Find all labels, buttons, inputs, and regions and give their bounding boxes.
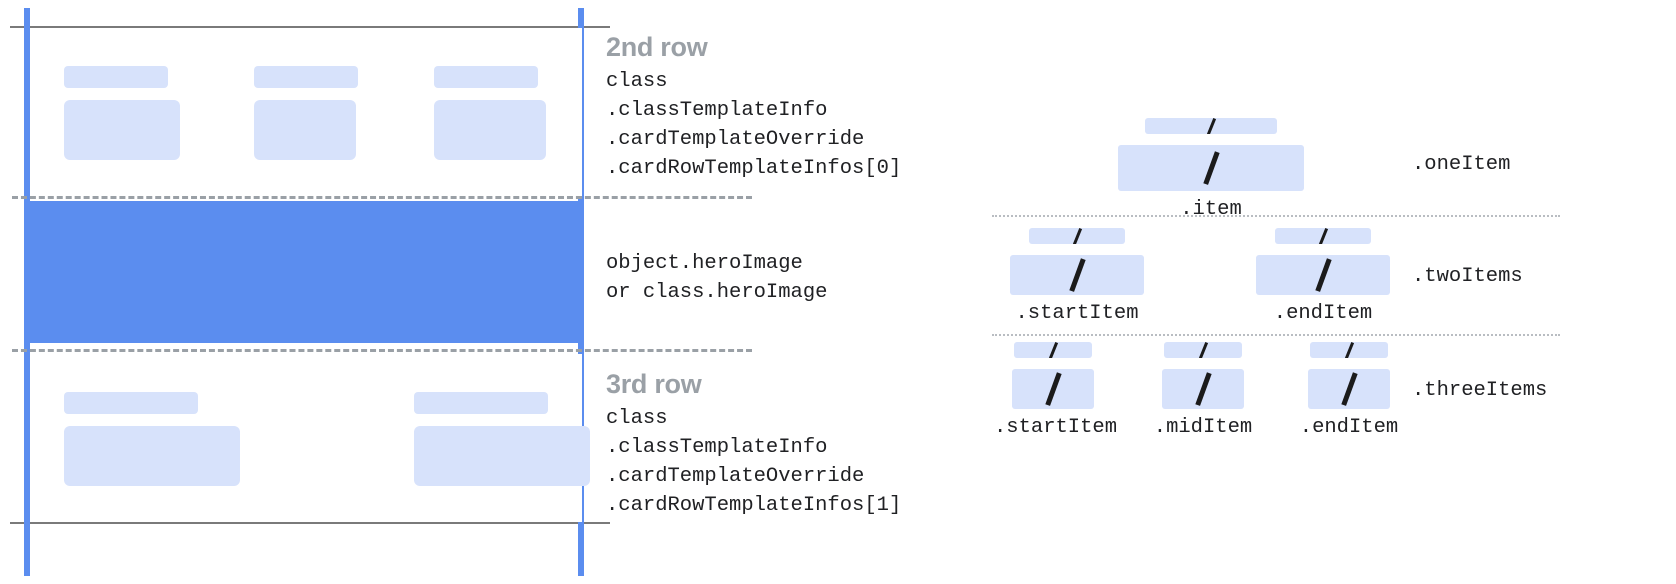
item-main-placeholder	[1162, 369, 1244, 409]
slash-icon	[1069, 258, 1085, 292]
slash-icon	[1344, 342, 1354, 358]
annotation-code-line: class	[606, 407, 668, 430]
item-cell-two-items-start: .startItem	[1010, 228, 1144, 326]
field-value-placeholder	[414, 426, 590, 486]
card-left-guide-line	[24, 8, 30, 576]
field-group-1	[64, 66, 180, 160]
card-row-third	[30, 354, 590, 522]
card-top-boundary-line	[10, 26, 610, 28]
item-caption: .endItem	[1273, 302, 1373, 325]
item-top-placeholder	[1275, 228, 1371, 244]
item-cell-three-items-mid: .midItem	[1154, 342, 1252, 440]
row-separator-dashed-top	[12, 196, 752, 199]
field-value-placeholder	[254, 100, 356, 160]
annotation-title: 3rd row	[606, 369, 702, 399]
item-group-separator-1	[992, 215, 1560, 217]
slash-icon	[1341, 372, 1357, 406]
item-main-placeholder	[1010, 255, 1144, 295]
slash-icon	[1198, 342, 1208, 358]
annotation-code-line: .classTemplateInfo	[606, 436, 828, 459]
annotation-third-row: 3rd row class .classTemplateInfo .cardTe…	[606, 367, 901, 520]
card-template-diagram	[0, 0, 752, 584]
field-group-2	[254, 66, 358, 160]
item-caption: .startItem	[994, 416, 1118, 439]
field-value-placeholder	[434, 100, 546, 160]
item-caption: .item	[1180, 198, 1242, 221]
group-label-three-items: .threeItems	[1412, 379, 1548, 402]
item-top-placeholder	[1164, 342, 1242, 358]
slash-icon	[1315, 258, 1331, 292]
item-cell-two-items-end: .endItem	[1256, 228, 1390, 326]
slash-icon	[1203, 151, 1219, 185]
item-caption: .midItem	[1153, 416, 1253, 439]
field-value-placeholder	[64, 100, 180, 160]
field-label-placeholder	[64, 392, 198, 414]
item-caption: .endItem	[1299, 416, 1399, 439]
item-cell-three-items-end: .endItem	[1300, 342, 1398, 440]
slash-icon	[1045, 372, 1061, 406]
annotation-title: 2nd row	[606, 32, 708, 62]
field-group-3	[434, 66, 546, 160]
field-label-placeholder	[254, 66, 358, 88]
field-group-1	[64, 392, 240, 486]
card-bottom-boundary-line	[10, 522, 610, 524]
item-cell-one-item: .item	[1118, 118, 1304, 222]
slash-icon	[1318, 228, 1328, 244]
item-top-placeholder	[1310, 342, 1388, 358]
annotation-code-line: .classTemplateInfo	[606, 99, 828, 122]
field-value-placeholder	[64, 426, 240, 486]
item-main-placeholder	[1308, 369, 1390, 409]
item-top-placeholder	[1014, 342, 1092, 358]
field-group-2	[414, 392, 590, 486]
annotation-code-line: object.heroImage	[606, 252, 803, 275]
item-group-separator-2	[992, 334, 1560, 336]
group-label-one-item: .oneItem	[1412, 153, 1511, 176]
annotation-code-line: .cardRowTemplateInfos[0]	[606, 157, 902, 180]
row-separator-dashed-bottom	[12, 349, 752, 352]
card-row-second	[30, 28, 582, 196]
field-label-placeholder	[434, 66, 538, 88]
item-top-placeholder	[1029, 228, 1125, 244]
field-label-placeholder	[64, 66, 168, 88]
slash-icon	[1072, 228, 1082, 244]
slash-icon	[1206, 118, 1216, 134]
item-layout-diagram: .item .oneItem .startItem .endItem .twoI…	[960, 0, 1676, 584]
group-label-two-items: .twoItems	[1412, 265, 1523, 288]
item-main-placeholder	[1118, 145, 1304, 191]
item-main-placeholder	[1012, 369, 1094, 409]
item-caption: .startItem	[1015, 302, 1139, 325]
slash-icon	[1195, 372, 1211, 406]
item-cell-three-items-start: .startItem	[994, 342, 1117, 440]
annotation-code-line: .cardTemplateOverride	[606, 128, 865, 151]
annotation-code-line: or class.heroImage	[606, 281, 828, 304]
annotation-second-row: 2nd row class .classTemplateInfo .cardTe…	[606, 30, 901, 183]
annotation-code-line: .cardRowTemplateInfos[1]	[606, 494, 902, 517]
item-top-placeholder	[1145, 118, 1277, 134]
annotation-code-line: class	[606, 70, 668, 93]
field-label-placeholder	[414, 392, 548, 414]
annotation-code-line: .cardTemplateOverride	[606, 465, 865, 488]
slash-icon	[1048, 342, 1058, 358]
annotation-hero-image: object.heroImage or class.heroImage	[606, 249, 827, 307]
item-main-placeholder	[1256, 255, 1390, 295]
card-hero-image-block	[30, 201, 582, 343]
